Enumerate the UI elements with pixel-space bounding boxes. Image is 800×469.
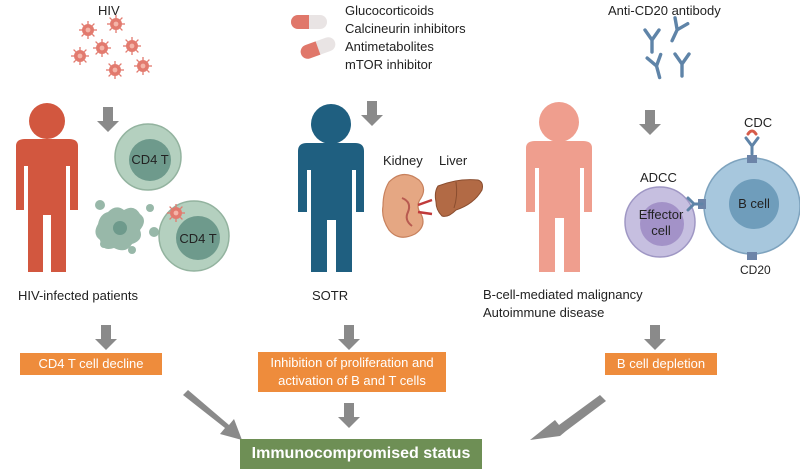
- virus-icon: [92, 38, 112, 58]
- bcell-population-labels: B-cell-mediated malignancy Autoimmune di…: [483, 286, 643, 322]
- autoimmune-disease-label: Autoimmune disease: [483, 305, 605, 320]
- adcc-label: ADCC: [640, 170, 677, 185]
- cdc-label: CDC: [744, 115, 773, 130]
- inhibition-line-1: Inhibition of proliferation and: [270, 355, 434, 370]
- person-bcell-icon: [526, 102, 592, 272]
- arrow-to-effect-3: [644, 325, 666, 350]
- kidney-label: Kidney: [383, 153, 423, 168]
- cd4-t-cell-1: [114, 123, 182, 191]
- effector-cell-label: Effector cell: [630, 207, 692, 239]
- capsule-icon: [298, 35, 338, 61]
- hiv-infected-patients-label: HIV-infected patients: [18, 288, 138, 303]
- person-sotr-icon: [298, 104, 364, 272]
- drug-calcineurin-inhibitors: Calcineurin inhibitors: [345, 21, 466, 36]
- effector-line-2: cell: [651, 223, 671, 238]
- immunosuppressant-capsules: [291, 15, 338, 61]
- arrow-to-effect-1: [95, 325, 117, 350]
- antibody-icon: [673, 52, 691, 78]
- antibody-icon: [645, 52, 669, 82]
- effect-box-b-cell-depletion: B cell depletion: [605, 353, 717, 375]
- arrow-down-anti-cd20: [639, 110, 661, 135]
- virus-icon: [70, 46, 90, 66]
- liver-label: Liver: [439, 153, 468, 168]
- person-hiv-icon: [16, 103, 78, 272]
- effector-line-1: Effector: [638, 207, 684, 222]
- drug-glucocorticoids: Glucocorticoids: [345, 3, 434, 18]
- antibody-bridge-adcc: [686, 196, 704, 212]
- dying-cell-debris: [95, 200, 159, 254]
- arrow-center-to-outcome: [338, 403, 360, 428]
- arrow-left-to-outcome: [183, 390, 242, 440]
- sotr-label: SOTR: [312, 288, 349, 303]
- cd4-t-label-1: CD4 T: [131, 152, 169, 167]
- b-cell: [698, 155, 800, 260]
- b-cell-malignancy-label: B-cell-mediated malignancy: [483, 287, 643, 302]
- virus-icon: [105, 60, 125, 80]
- arrow-right-to-outcome: [530, 395, 606, 440]
- complement-c1q-icon: [744, 129, 760, 156]
- virus-icon: [166, 203, 186, 223]
- virus-icon: [122, 36, 142, 56]
- hiv-viruses: [70, 14, 153, 80]
- hiv-label: HIV: [98, 3, 120, 18]
- virus-icon: [133, 56, 153, 76]
- b-cell-label: B cell: [738, 196, 770, 211]
- arrow-down-sotr: [361, 101, 383, 126]
- inhibition-line-2: activation of B and T cells: [278, 373, 426, 388]
- antibody-icon: [643, 28, 661, 54]
- liver-icon: [434, 179, 483, 217]
- effector-cell: [624, 186, 696, 258]
- antibody-icon: [664, 16, 690, 46]
- drug-mtor-inhibitor: mTOR inhibitor: [345, 57, 433, 72]
- cd20-label: CD20: [740, 263, 771, 277]
- arrow-to-effect-2: [338, 325, 360, 350]
- effect-box-inhibition: Inhibition of proliferation and activati…: [258, 352, 446, 392]
- arrow-down-hiv: [97, 107, 119, 132]
- drug-list: Glucocorticoids Calcineurin inhibitors A…: [345, 2, 466, 74]
- virus-icon: [78, 20, 98, 40]
- arrows: [95, 101, 666, 440]
- drug-antimetabolites: Antimetabolites: [345, 39, 434, 54]
- effect-box-cd4-decline: CD4 T cell decline: [20, 353, 162, 375]
- cd4-t-cell-2: [158, 200, 230, 272]
- anti-cd20-label: Anti-CD20 antibody: [608, 3, 721, 18]
- kidney-icon: [382, 173, 433, 238]
- capsule-icon: [291, 15, 327, 29]
- antibodies: [643, 16, 691, 82]
- cd4-t-label-2: CD4 T: [179, 231, 217, 246]
- immunocompromised-status-box: Immunocompromised status: [240, 439, 482, 469]
